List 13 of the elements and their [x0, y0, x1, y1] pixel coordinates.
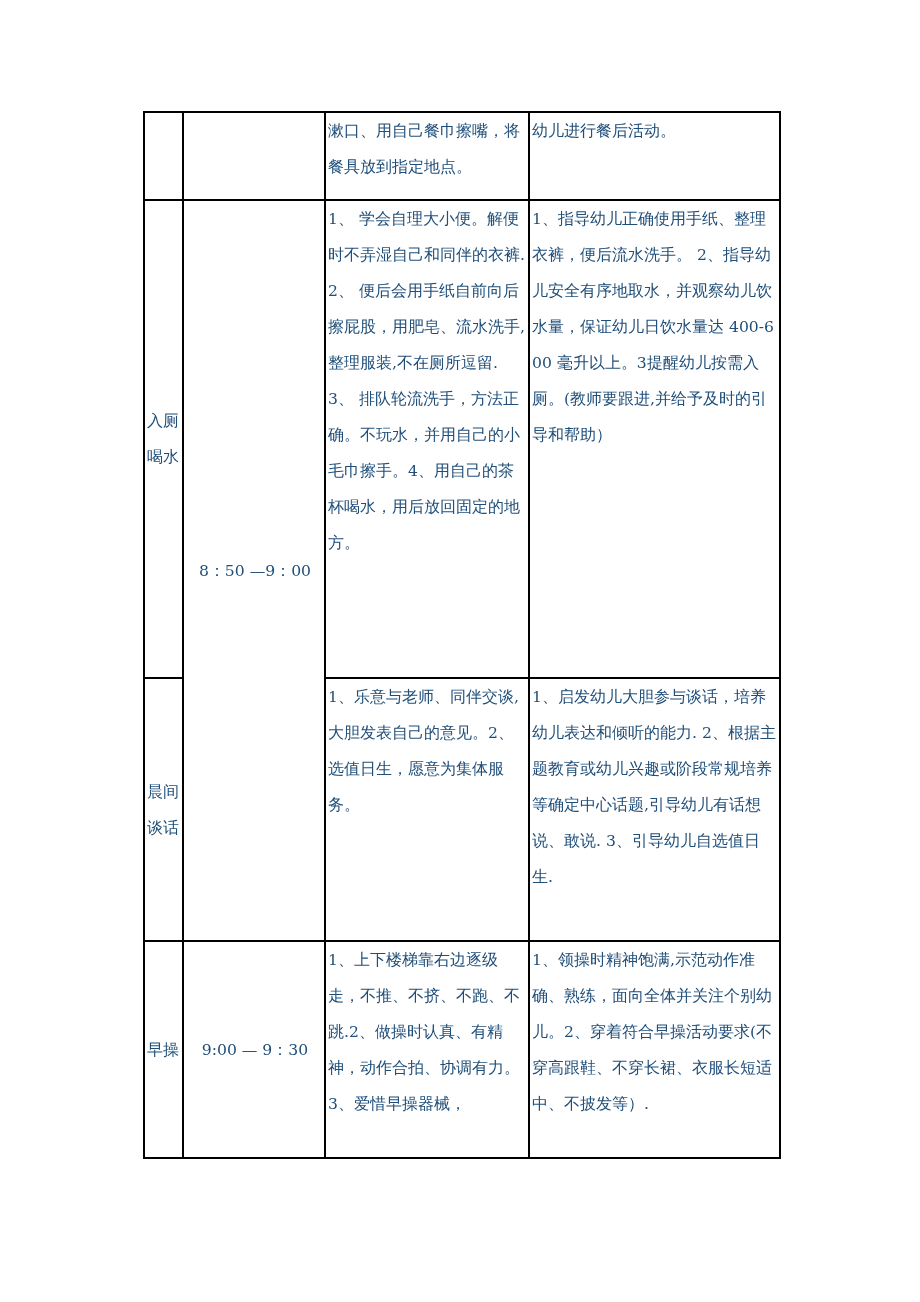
time-range: 8：50 —9：00 — [198, 561, 312, 580]
activity-name: 晨间谈话 — [147, 782, 179, 837]
guidance-text: 幼儿进行餐后活动。 — [532, 122, 676, 140]
activity-name: 早操 — [147, 1040, 179, 1059]
guidance-text: 1、指导幼儿正确使用手纸、整理衣裤，便后流水洗手。 2、指导幼儿安全有序地取水，并观察幼儿饮水量，保证幼儿日饮水量达 400-600 毫升以上。3提醒幼儿按需入厕。(教师要跟进,并给予及时的引导和帮助） — [532, 210, 774, 444]
requirement-text: 漱口、用自己餐巾擦嘴，将餐具放到指定地点。 — [328, 122, 520, 176]
requirement-text: 1、乐意与老师、同伴交谈,大胆发表自己的意见。2、选值日生，愿意为集体服务。 — [328, 688, 519, 814]
guidance-text: 1、启发幼儿大胆参与谈话，培养幼儿表达和倾听的能力. 2、根据主题教育或幼儿兴趣或阶段常规培养等确定中心话题,引导幼儿有话想说、敢说. 3、引导幼儿自选值日生. — [532, 688, 776, 886]
requirement-text: 1、上下楼梯靠右边逐级走，不推、不挤、不跑、不跳.2、做操时认真、有精神，动作合拍、协调有力。 3、爱惜早操器械， — [328, 951, 520, 1113]
requirement-text: 1、 学会自理大小便。解便时不弄湿自己和同伴的衣裤. 2、 便后会用手纸自前向后擦屁股，用肥皂、流水洗手,整理服装,不在厕所逗留. 3、 排队轮流洗手，方法正确。不玩水，并用自己的小毛巾擦手。4、用自己的茶杯喝水，用后放回固定的地方。 — [328, 210, 525, 552]
guidance-text: 1、领操时精神饱满,示范动作准确、熟练，面向全体并关注个别幼儿。2、穿着符合早操活动要求(不穿高跟鞋、不穿长裙、衣服长短适中、不披发等）. — [532, 951, 772, 1113]
activity-name: 入厕喝水 — [147, 412, 179, 466]
time-range: 9:00 — 9：30 — [201, 1040, 309, 1059]
